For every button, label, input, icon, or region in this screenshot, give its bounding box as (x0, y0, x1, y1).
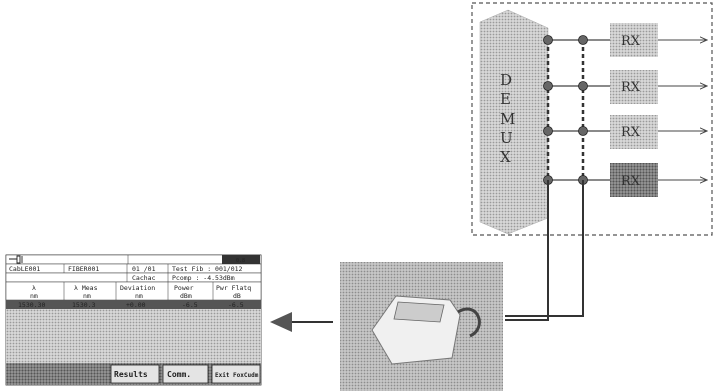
rx-box: RX (610, 70, 658, 104)
bus-lines (548, 40, 583, 180)
page-indicator: 01 /01 (132, 265, 156, 273)
col-header-power: Power (174, 284, 194, 292)
rx-label: RX (621, 174, 641, 189)
rx-label: RX (621, 34, 641, 49)
cache-label: Cachac (132, 274, 156, 282)
results-button-label: Results (114, 370, 148, 379)
tap-node (544, 82, 553, 91)
comm-button-label: Comm. (167, 370, 191, 379)
col-unit: nm (83, 292, 91, 300)
cell-power: -6.5 (182, 301, 198, 309)
instrument-screen (394, 302, 444, 322)
col-header-wavelength: λ (32, 284, 36, 292)
cell-wavelength: 1530.30 (18, 301, 45, 309)
cell-deviation: +0.00 (126, 301, 146, 309)
demux-letter: D (500, 71, 512, 89)
cell-measured: 1530.3 (72, 301, 96, 309)
tap-node (544, 127, 553, 136)
col-header-deviation: Deviation (120, 284, 155, 292)
exit-button-label: Exit FoxCudm (215, 372, 259, 379)
rx-box: RX (610, 23, 658, 57)
tap-node (579, 36, 588, 45)
pcomp-value: Pcomp : -4.53dBm (172, 274, 235, 282)
test-fiber: Test Fib : 001/012 (172, 265, 243, 273)
rx-box: RX (610, 115, 658, 149)
rx-label: RX (621, 80, 641, 95)
fiber-id: FIBER001 (68, 265, 99, 273)
tap-nodes (544, 36, 588, 185)
result-screen: 0.8 CabLE001 FIBER001 01 /01 Test Fib : … (6, 255, 261, 385)
col-unit: dB (233, 292, 241, 300)
rx-label: RX (621, 125, 641, 140)
tap-node (579, 82, 588, 91)
demux-letter: U (500, 129, 513, 147)
col-unit: nm (30, 292, 38, 300)
rx-box-active: RX (610, 163, 658, 197)
screen-tab-label: 0.8 (236, 258, 245, 264)
col-unit: dBm (180, 292, 192, 300)
instrument-photo (340, 262, 503, 391)
col-header-measured: λ Meas (74, 284, 98, 292)
tap-node (544, 36, 553, 45)
cell-flatness: -6.5 (228, 301, 244, 309)
demux-letter: E (500, 90, 511, 108)
result-arrow (270, 312, 333, 332)
col-unit: nm (135, 292, 143, 300)
cable-id: CabLE001 (9, 265, 40, 273)
channel-lines (548, 40, 610, 180)
col-header-flatness: Pwr Flatq (216, 284, 251, 292)
result-arrow-head (270, 312, 292, 332)
tap-node (579, 127, 588, 136)
output-arrows (658, 40, 707, 180)
demux-letter: M (500, 110, 515, 128)
results-area (6, 309, 261, 363)
demux-letter: X (500, 148, 511, 166)
